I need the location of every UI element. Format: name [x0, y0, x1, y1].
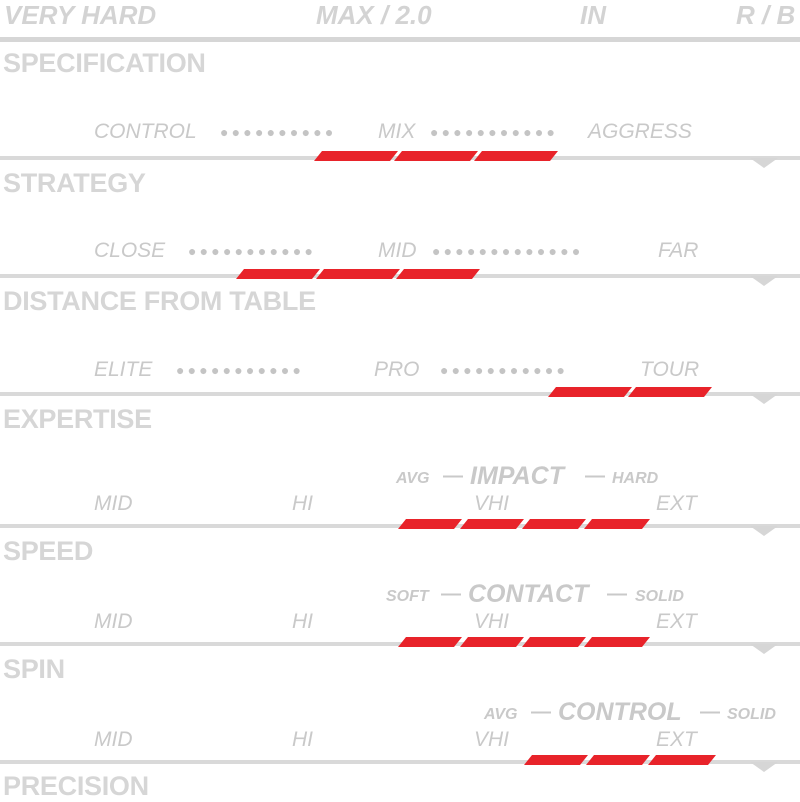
rating-segment: [522, 637, 586, 647]
scale-label-vhi: VHI: [474, 492, 510, 515]
baseline-arrow: [750, 762, 778, 772]
scale-dots: ●●●●●●●●●●●: [188, 243, 317, 259]
rating-segment: [398, 637, 462, 647]
rating-segment: [522, 519, 586, 529]
rating-segment: [584, 519, 650, 529]
scale-dots: ●●●●●●●●●●●: [440, 362, 569, 378]
scale-label-vhi: VHI: [474, 728, 510, 751]
baseline-arrow: [750, 276, 778, 286]
dash: —: [441, 583, 461, 605]
dash: —: [531, 701, 551, 723]
rating-segment: [316, 269, 400, 279]
scale-dots: ●●●●●●●●●●●●●: [432, 243, 584, 259]
rating-bar: [0, 637, 800, 654]
rating-segment: [584, 637, 650, 647]
sub-scale-right: HARD: [612, 470, 659, 487]
scale-label-hi: HI: [292, 728, 313, 751]
rating-segment: [524, 755, 588, 765]
sub-scale-impact: IMPACT: [470, 462, 564, 490]
baseline-arrow: [750, 644, 778, 654]
scale-label-aggress: AGGRESS: [588, 120, 692, 143]
scale-label-far: FAR: [658, 239, 699, 262]
rating-bar: [0, 519, 800, 536]
rating-bar: [0, 269, 800, 286]
scale-label-mix: MIX: [378, 120, 416, 143]
scale-label-elite: ELITE: [94, 358, 153, 381]
max-thickness-label: MAX / 2.0: [316, 0, 432, 30]
header-divider: [0, 37, 800, 42]
scale-label-mid: MID: [94, 492, 133, 515]
dash: —: [700, 701, 720, 723]
scale-label-ext: EXT: [656, 728, 697, 751]
scale-label-mid: MID: [94, 728, 133, 751]
sub-scale-control: CONTROL: [558, 698, 682, 726]
sub-scale-left: AVG: [484, 706, 518, 723]
sub-scale-left: SOFT: [386, 588, 429, 605]
rating-segment: [474, 151, 558, 161]
scale-label-pro: PRO: [374, 358, 420, 381]
sub-scale-contact: CONTACT: [468, 580, 589, 608]
rating-segment: [460, 637, 524, 647]
section-title-expertise: EXPERTISE: [3, 404, 152, 434]
rating-segment: [398, 519, 462, 529]
rating-segment: [648, 755, 716, 765]
sub-scale-left: AVG: [396, 470, 430, 487]
scale-label-vhi: VHI: [474, 610, 510, 633]
colour-label: R / B: [736, 0, 796, 30]
section-title-speed: SPEED: [3, 536, 94, 566]
scale-dots: ●●●●●●●●●●●: [176, 362, 305, 378]
rating-bar: [0, 387, 800, 404]
scale-label-control: CONTROL: [94, 120, 197, 143]
dash: —: [607, 583, 627, 605]
rating-bar: [0, 755, 800, 772]
scale-label-ext: EXT: [656, 610, 697, 633]
scale-label-mid: MID: [378, 239, 417, 262]
baseline-arrow: [750, 526, 778, 536]
rating-segment: [586, 755, 650, 765]
scale-dots: ●●●●●●●●●●: [220, 124, 337, 140]
sub-scale-right: SOLID: [727, 706, 776, 723]
rating-segment: [236, 269, 320, 279]
baseline-arrow: [750, 394, 778, 404]
section-title-spin: SPIN: [3, 654, 65, 684]
scale-label-hi: HI: [292, 492, 313, 515]
section-title-strategy: STRATEGY: [3, 168, 146, 198]
rating-segment: [314, 151, 398, 161]
scale-label-mid: MID: [94, 610, 133, 633]
rating-segment: [460, 519, 524, 529]
scale-label-hi: HI: [292, 610, 313, 633]
scale-label-tour: TOUR: [640, 358, 700, 381]
baseline-arrow: [750, 158, 778, 168]
section-title-precision: PRECISION: [3, 771, 149, 801]
section-title-distance: DISTANCE FROM TABLE: [3, 286, 316, 316]
scale-dots: ●●●●●●●●●●●: [430, 124, 559, 140]
section-title-specification: SPECIFICATION: [3, 48, 206, 78]
scale-label-ext: EXT: [656, 492, 697, 515]
scale-label-close: CLOSE: [94, 239, 166, 262]
rating-segment: [394, 151, 478, 161]
dash: —: [443, 465, 463, 487]
dash: —: [585, 465, 605, 487]
rating-segment: [548, 387, 632, 397]
type-label: IN: [580, 0, 606, 30]
rating-bar: [0, 151, 800, 168]
rating-segment: [628, 387, 712, 397]
hardness-label: VERY HARD: [4, 0, 157, 30]
sub-scale-right: SOLID: [635, 588, 684, 605]
rating-segment: [396, 269, 480, 279]
